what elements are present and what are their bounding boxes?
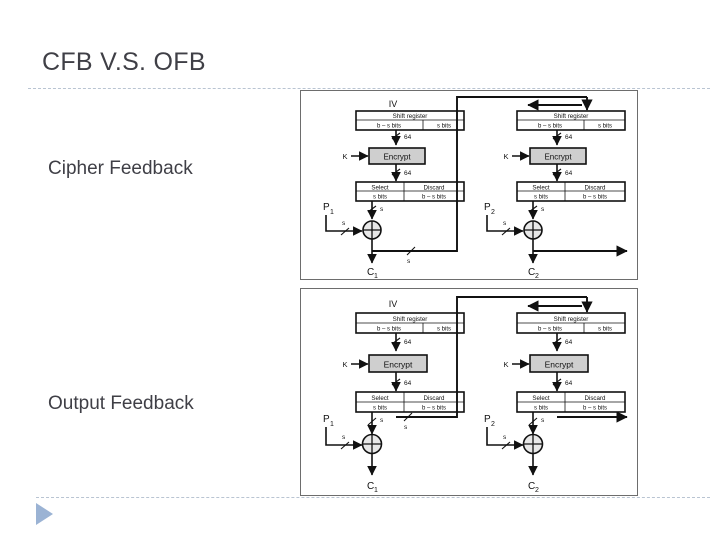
select-out-label: s bbox=[541, 206, 545, 213]
plaintext-subscript: 1 bbox=[330, 209, 334, 216]
bullet-output-feedback: Output Feedback bbox=[48, 393, 194, 414]
shift-register-right-cell: s bits bbox=[437, 327, 451, 333]
bus-in-label: 64 bbox=[565, 134, 573, 141]
feedback-label: s bbox=[404, 424, 408, 431]
ciphertext-subscript: 2 bbox=[535, 487, 539, 494]
select-title: Select bbox=[371, 395, 388, 402]
plaintext-label: P bbox=[323, 202, 330, 213]
shift-register-title: Shift register bbox=[554, 316, 589, 323]
encrypt-label: Encrypt bbox=[383, 153, 411, 162]
shift-register-right-cell: s bits bbox=[437, 124, 451, 130]
iv-label: IV bbox=[389, 299, 398, 309]
plaintext-bus-label: s bbox=[503, 434, 507, 441]
bus-in-label: 64 bbox=[565, 339, 573, 346]
plaintext-subscript: 2 bbox=[491, 421, 495, 428]
select-title: Select bbox=[532, 185, 549, 192]
ciphertext-label: C bbox=[528, 481, 535, 492]
play-triangle-icon bbox=[36, 503, 53, 525]
select-out-label: s bbox=[380, 206, 384, 213]
discard-title: Discard bbox=[424, 395, 446, 402]
output-feedback-diagram: IV Shift register b – s bits s bits 64 K… bbox=[300, 288, 638, 496]
select-sub: s bits bbox=[534, 195, 548, 201]
plaintext-bus-label: s bbox=[342, 220, 346, 227]
select-title: Select bbox=[371, 185, 388, 192]
plaintext-label: P bbox=[484, 202, 491, 213]
plaintext-label: P bbox=[484, 414, 491, 425]
select-title: Select bbox=[532, 395, 549, 402]
feedback-label: s bbox=[407, 258, 411, 265]
bus-in-label: 64 bbox=[404, 134, 412, 141]
shift-register-right-cell: s bits bbox=[598, 124, 612, 130]
shift-register-left-cell: b – s bits bbox=[538, 124, 562, 130]
bus-out-label: 64 bbox=[404, 170, 412, 177]
plaintext-subscript: 2 bbox=[491, 209, 495, 216]
discard-sub: b – s bits bbox=[422, 195, 446, 201]
cipher-feedback-diagram: IV Shift register b – s bits s bits 64 K… bbox=[300, 90, 638, 280]
shift-register-title: Shift register bbox=[393, 113, 428, 120]
encrypt-label: Encrypt bbox=[384, 360, 413, 370]
ciphertext-subscript: 1 bbox=[374, 273, 378, 279]
plaintext-subscript: 1 bbox=[330, 421, 334, 428]
footer-divider bbox=[36, 497, 710, 498]
page-title: CFB V.S. OFB bbox=[42, 48, 206, 76]
encrypt-label: Encrypt bbox=[544, 153, 572, 162]
shift-register-left-cell: b – s bits bbox=[377, 327, 401, 333]
discard-title: Discard bbox=[585, 185, 607, 192]
ciphertext-label: C bbox=[528, 267, 535, 278]
ciphertext-subscript: 1 bbox=[374, 487, 378, 494]
bus-out-label: 64 bbox=[565, 380, 573, 387]
select-out-label: s bbox=[380, 417, 384, 424]
key-label: K bbox=[342, 360, 347, 369]
key-label: K bbox=[342, 152, 347, 161]
discard-title: Discard bbox=[585, 395, 607, 402]
discard-title: Discard bbox=[424, 185, 446, 192]
ciphertext-label: C bbox=[367, 481, 374, 492]
bus-in-label: 64 bbox=[404, 339, 412, 346]
bus-out-label: 64 bbox=[565, 170, 573, 177]
shift-register-title: Shift register bbox=[393, 316, 428, 323]
bullet-cipher-feedback: Cipher Feedback bbox=[48, 158, 193, 179]
key-label: K bbox=[503, 152, 508, 161]
key-label: K bbox=[503, 360, 508, 369]
plaintext-bus-label: s bbox=[342, 434, 346, 441]
select-sub: s bits bbox=[373, 195, 387, 201]
discard-sub: b – s bits bbox=[583, 406, 607, 412]
ciphertext-subscript: 2 bbox=[535, 273, 539, 279]
shift-register-left-cell: b – s bits bbox=[538, 327, 562, 333]
select-sub: s bits bbox=[373, 406, 387, 412]
discard-sub: b – s bits bbox=[583, 195, 607, 201]
select-sub: s bits bbox=[534, 406, 548, 412]
ciphertext-label: C bbox=[367, 267, 374, 278]
shift-register-title: Shift register bbox=[554, 113, 589, 120]
discard-sub: b – s bits bbox=[422, 406, 446, 412]
plaintext-label: P bbox=[323, 414, 330, 425]
iv-label: IV bbox=[389, 99, 398, 109]
plaintext-bus-label: s bbox=[503, 220, 507, 227]
shift-register-left-cell: b – s bits bbox=[377, 124, 401, 130]
title-divider bbox=[28, 88, 710, 89]
shift-register-right-cell: s bits bbox=[598, 327, 612, 333]
select-out-label: s bbox=[541, 417, 545, 424]
bus-out-label: 64 bbox=[404, 380, 412, 387]
encrypt-label: Encrypt bbox=[545, 360, 574, 370]
